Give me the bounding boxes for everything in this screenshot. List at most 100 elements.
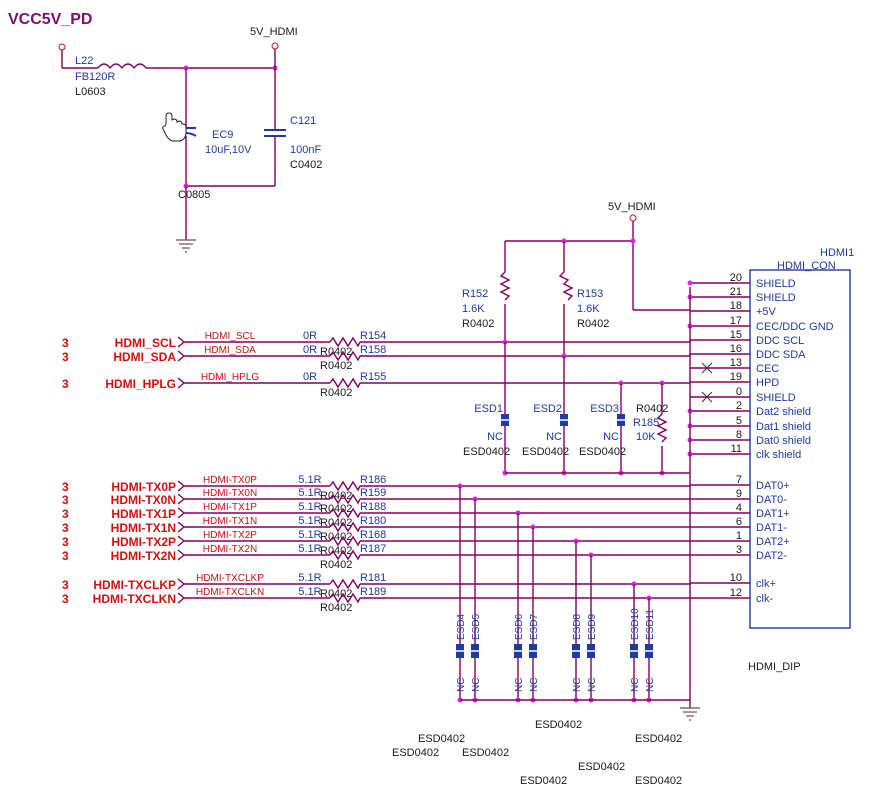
resistor-value: 5.1R xyxy=(298,501,321,513)
net-label: HDMI-TX1P xyxy=(203,502,257,513)
ec9-pkg: C0805 xyxy=(178,189,210,201)
esd-nc: NC xyxy=(572,678,583,692)
series-resistor xyxy=(329,578,361,590)
port-name: HDMI-TX0P xyxy=(111,480,176,494)
port-name: HDMI-TX0N xyxy=(111,493,176,507)
series-resistor xyxy=(329,549,361,561)
port-arrow-icon xyxy=(177,336,186,348)
series-resistor xyxy=(329,377,361,389)
pin-number: 9 xyxy=(736,488,742,500)
resistor-pkg: R0402 xyxy=(320,602,352,614)
resistor-ref: R188 xyxy=(360,501,386,513)
pin-number: 12 xyxy=(730,587,742,599)
esd-diff-pkg: ESD0402 xyxy=(392,747,439,759)
net-label: HDMI_HPLG xyxy=(201,372,260,383)
pin-number: 5 xyxy=(736,415,742,427)
resistor-ref: R158 xyxy=(360,344,386,356)
esd-nc: NC xyxy=(630,678,641,692)
esd-ref: ESD1 xyxy=(474,403,503,415)
esd-ref: ESD2 xyxy=(533,403,562,415)
series-resistor xyxy=(329,350,361,362)
esd-diff-pkg: ESD0402 xyxy=(578,761,625,773)
series-resistor xyxy=(329,592,361,604)
resistor-value: 5.1R xyxy=(298,572,321,584)
pin-number: 16 xyxy=(730,343,742,355)
port-name: HDMI-TXCLKN xyxy=(93,592,176,606)
l22-pkg: L0603 xyxy=(75,86,106,98)
c121-value: 100nF xyxy=(290,144,321,156)
resistor-value: 5.1R xyxy=(298,487,321,499)
pin-number: 3 xyxy=(736,544,742,556)
pin-number: 0 xyxy=(736,386,742,398)
net-label: HDMI-TXCLKP xyxy=(196,573,264,584)
resistor-ref: R168 xyxy=(360,529,386,541)
pin-label: DAT2- xyxy=(756,550,787,562)
port-name: HDMI_HPLG xyxy=(105,377,176,391)
resistor-value: 5.1R xyxy=(298,586,321,598)
esd-nc: NC xyxy=(603,431,619,443)
r152-pkg: R0402 xyxy=(462,318,494,330)
pin-number: 20 xyxy=(730,272,742,284)
esd-pkg: ESD0402 xyxy=(463,446,510,458)
esd-pkg: ESD0402 xyxy=(579,446,626,458)
esd-diff-pkg: ESD0402 xyxy=(418,733,465,745)
sheet-ref: 3 xyxy=(62,336,69,350)
ground-symbol-connector xyxy=(680,707,700,721)
port-name: HDMI_SCL xyxy=(115,336,176,350)
pin-label: clk shield xyxy=(756,449,801,461)
sheet-ref: 3 xyxy=(62,521,69,535)
sheet-ref: 3 xyxy=(62,592,69,606)
esd-ref: ESD8 xyxy=(572,613,583,640)
sheet-title: VCC5V_PD xyxy=(8,11,92,28)
pin-label: DAT1- xyxy=(756,522,787,534)
resistor-ref: R187 xyxy=(360,543,386,555)
supply-filter: L22 FB120R L0603 5V_HDMI EC9 10uF,10V C0… xyxy=(58,26,322,253)
port-name: HDMI-TXCLKP xyxy=(93,578,176,592)
esd-nc: NC xyxy=(546,431,562,443)
pin-number: 15 xyxy=(730,329,742,341)
pin-label: DAT0- xyxy=(756,494,787,506)
r153-resistor xyxy=(558,271,574,301)
port-arrow-icon xyxy=(177,592,186,604)
net-label: HDMI-TXCLKN xyxy=(196,587,264,598)
pin-label: CEC/DDC GND xyxy=(756,321,834,333)
r152-value: 1.6K xyxy=(462,303,485,315)
r153-ref: R153 xyxy=(577,288,603,300)
connector-name: HDMI_CON xyxy=(777,260,836,272)
resistor-value: 5.1R xyxy=(298,515,321,527)
port-arrow-icon xyxy=(177,493,186,505)
pin-label: SHIELD xyxy=(756,292,796,304)
esd-diff-pkg: ESD0402 xyxy=(535,719,582,731)
pin-label: clk+ xyxy=(756,578,776,590)
pin-label: CEC xyxy=(756,363,779,375)
resistor-value: 5.1R xyxy=(298,474,321,486)
connector-ref: HDMI1 xyxy=(820,247,854,259)
pin-label: Dat1 shield xyxy=(756,421,811,433)
sheet-ref: 3 xyxy=(62,535,69,549)
net-label: HDMI_SCL xyxy=(205,331,256,342)
pin-label: HPD xyxy=(756,377,779,389)
series-resistor xyxy=(329,480,361,492)
esd-ref: ESD9 xyxy=(587,613,598,640)
esd-ref: ESD3 xyxy=(590,403,619,415)
series-resistor xyxy=(329,493,361,505)
ec9-value: 10uF,10V xyxy=(205,144,252,156)
series-resistor xyxy=(329,507,361,519)
